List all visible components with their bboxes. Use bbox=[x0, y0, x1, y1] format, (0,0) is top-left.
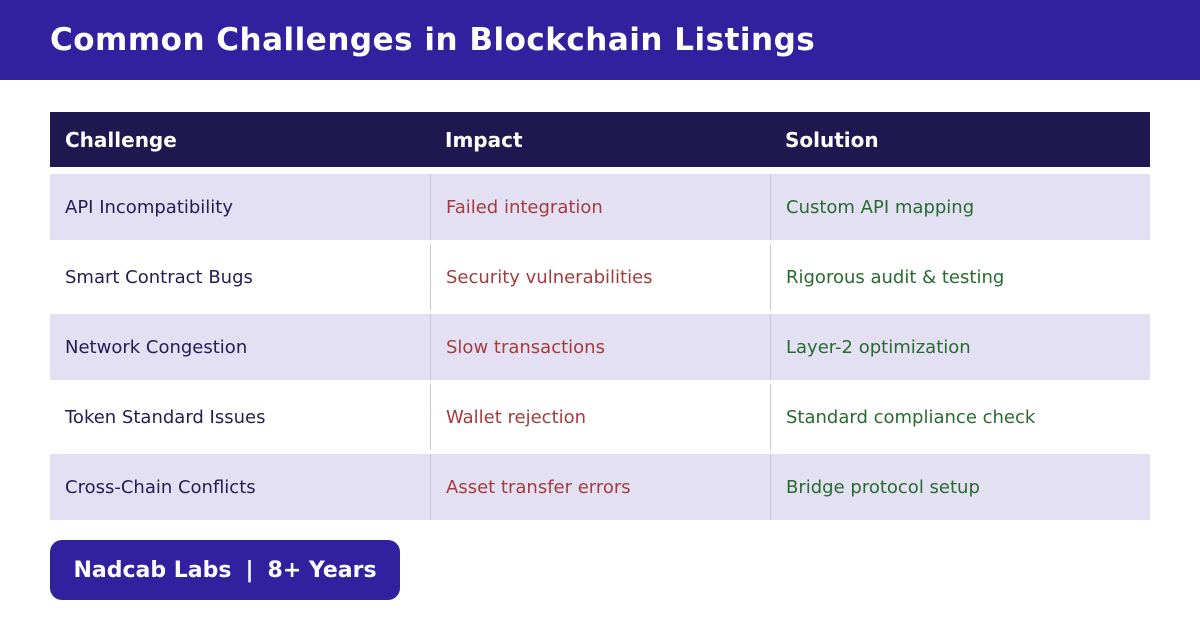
brand-badge-name: Nadcab Labs bbox=[73, 557, 232, 583]
solution-cell: Layer-2 optimization bbox=[770, 314, 1150, 380]
column-header-solution: Solution bbox=[785, 127, 879, 152]
table-header-row: Challenge Impact Solution bbox=[50, 112, 1150, 167]
brand-badge-years: 8+ Years bbox=[267, 557, 377, 583]
challenge-cell: Token Standard Issues bbox=[65, 406, 266, 428]
column-header-impact: Impact bbox=[445, 127, 523, 152]
impact-cell: Asset transfer errors bbox=[430, 454, 770, 520]
solution-cell: Standard compliance check bbox=[770, 384, 1150, 450]
table-row: Cross-Chain Conflicts Asset transfer erro… bbox=[50, 454, 1150, 520]
brand-badge: Nadcab Labs | 8+ Years bbox=[50, 540, 400, 600]
column-header-challenge: Challenge bbox=[65, 127, 177, 152]
impact-cell: Failed integration bbox=[430, 174, 770, 240]
impact-cell: Security vulnerabilities bbox=[430, 244, 770, 310]
challenge-cell: Network Congestion bbox=[65, 336, 248, 358]
solution-cell: Rigorous audit & testing bbox=[770, 244, 1150, 310]
solution-cell: Bridge protocol setup bbox=[770, 454, 1150, 520]
table-row: Smart Contract Bugs Security vulnerabilit… bbox=[50, 244, 1150, 310]
solution-cell: Custom API mapping bbox=[770, 174, 1150, 240]
challenge-cell: API Incompatibility bbox=[65, 196, 234, 218]
challenges-table: Challenge Impact Solution API Incompatib… bbox=[50, 112, 1150, 520]
impact-cell: Wallet rejection bbox=[430, 384, 770, 450]
page-header: Common Challenges in Blockchain Listings bbox=[0, 0, 1200, 80]
brand-badge-divider: | bbox=[245, 557, 254, 583]
impact-cell: Slow transactions bbox=[430, 314, 770, 380]
page-title: Common Challenges in Blockchain Listings bbox=[50, 22, 816, 58]
challenge-cell: Cross-Chain Conflicts bbox=[65, 476, 256, 498]
challenge-cell: Smart Contract Bugs bbox=[65, 266, 253, 288]
